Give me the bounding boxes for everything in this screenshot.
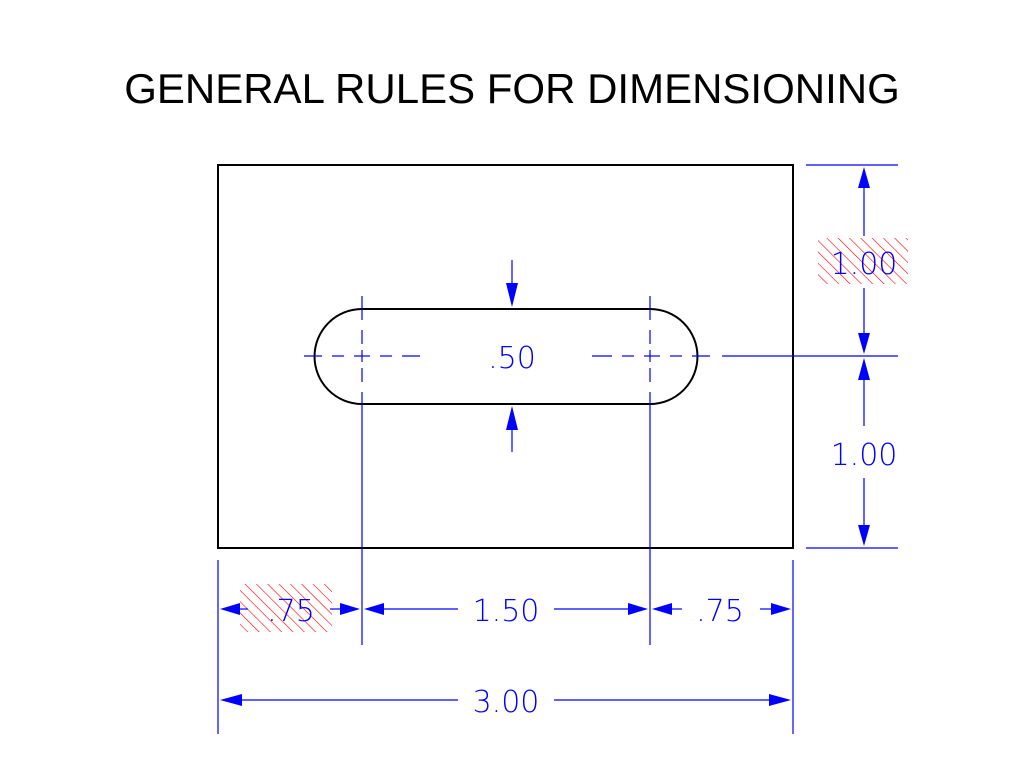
right-offset-dimension — [652, 603, 791, 615]
upper-height-label: 1.00 — [831, 247, 898, 282]
upper-height-dimension — [858, 167, 870, 354]
overall-width-dimension — [220, 694, 791, 706]
upper-height-hatch — [818, 238, 908, 284]
vertical-extension-lines — [806, 164, 898, 549]
overall-width-label: 3.00 — [473, 685, 540, 720]
left-offset-dimension — [220, 603, 360, 615]
lower-height-dimension — [858, 358, 870, 546]
slot-center-dimension — [364, 603, 648, 615]
slide-title: GENERAL RULES FOR DIMENSIONING — [124, 65, 900, 112]
slot-width-dimension — [506, 260, 518, 452]
left-offset-label: .75 — [267, 594, 315, 629]
slot-center-label: 1.50 — [473, 594, 540, 629]
left-offset-hatch — [240, 584, 332, 632]
right-offset-label: .75 — [696, 594, 744, 629]
lower-height-label: 1.00 — [831, 438, 898, 473]
horizontal-extension-lines — [217, 560, 794, 734]
slot-width-label: .50 — [488, 341, 536, 376]
